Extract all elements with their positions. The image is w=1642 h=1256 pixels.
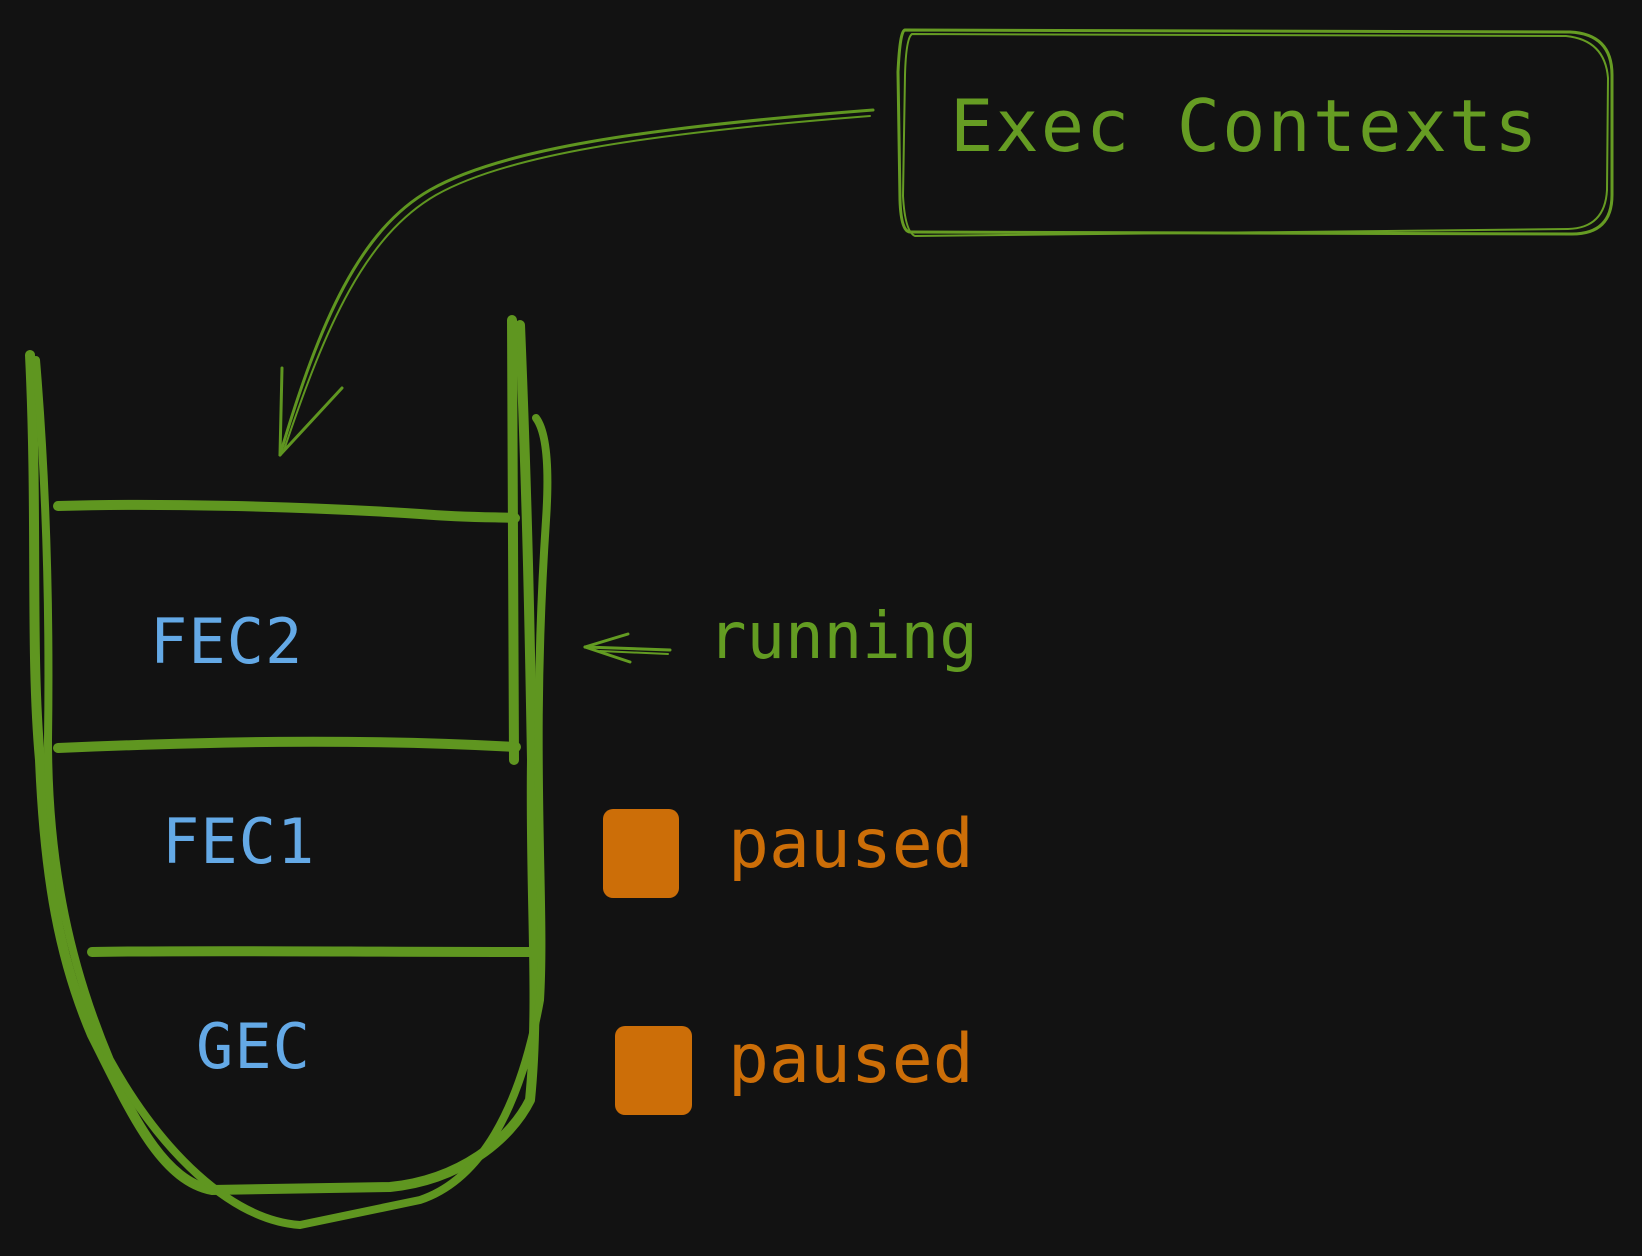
paused-status-label-2: paused — [728, 1020, 974, 1099]
stack-frame-fec1: FEC1 — [162, 805, 316, 878]
title-box — [896, 28, 1614, 238]
stack-frame-fec2: FEC2 — [150, 605, 304, 678]
paused-marker-1 — [603, 809, 679, 898]
title-label: Exec Contexts — [950, 84, 1540, 168]
running-arrow — [583, 632, 672, 664]
pointer-arrow — [278, 108, 875, 457]
stack-container — [25, 315, 552, 1229]
paused-status-label-1: paused — [728, 805, 974, 884]
running-status-label: running — [708, 600, 978, 674]
stack-frame-gec: GEC — [196, 1010, 311, 1083]
paused-marker-2 — [615, 1026, 692, 1115]
